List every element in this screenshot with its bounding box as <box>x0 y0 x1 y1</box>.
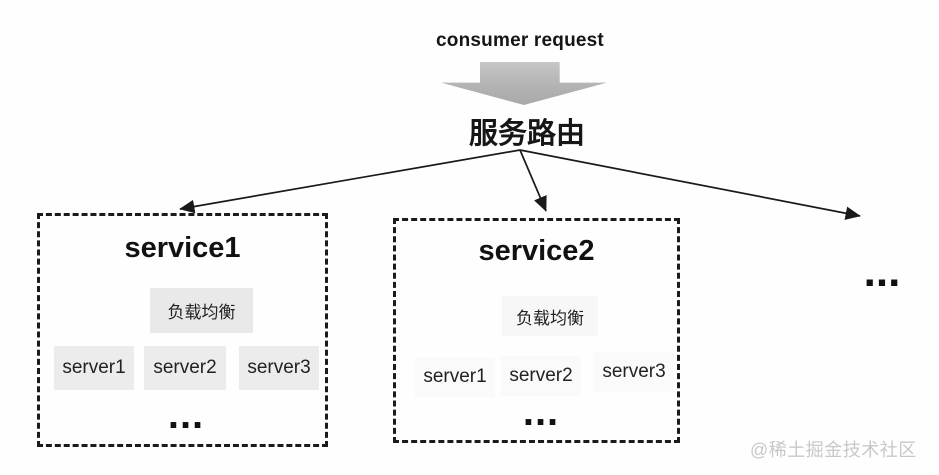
consumer-request-label: consumer request <box>436 30 604 51</box>
service2-server2-chip: server2 <box>501 356 581 396</box>
service2-title: service2 <box>478 235 595 267</box>
down-block-arrow-icon <box>441 62 607 105</box>
arrow-to-service2 <box>519 149 547 212</box>
service-router-label: 服务路由 <box>468 118 585 150</box>
arrow-to-more-services <box>519 149 861 220</box>
service1-box: service1 负载均衡 server1 server2 server3 ..… <box>37 213 328 447</box>
service1-server2-chip: server2 <box>144 346 226 390</box>
service1-more-servers-ellipsis: ... <box>167 393 205 437</box>
more-services-ellipsis: ... <box>863 247 901 296</box>
service2-load-balancer-chip: 负载均衡 <box>502 296 598 336</box>
service2-more-servers-ellipsis: ... <box>522 390 560 434</box>
watermark: @稀土掘金技术社区 <box>750 440 917 460</box>
service2-server3-chip: server3 <box>594 352 674 392</box>
service1-server3-chip: server3 <box>239 346 319 390</box>
arrow-to-service1 <box>179 149 521 214</box>
service2-box: service2 负载均衡 server1 server2 server3 ..… <box>393 218 680 443</box>
service2-server1-chip: server1 <box>415 357 495 397</box>
service1-load-balancer-chip: 负载均衡 <box>150 288 253 333</box>
service1-title: service1 <box>124 232 241 264</box>
service1-server1-chip: server1 <box>54 346 134 390</box>
